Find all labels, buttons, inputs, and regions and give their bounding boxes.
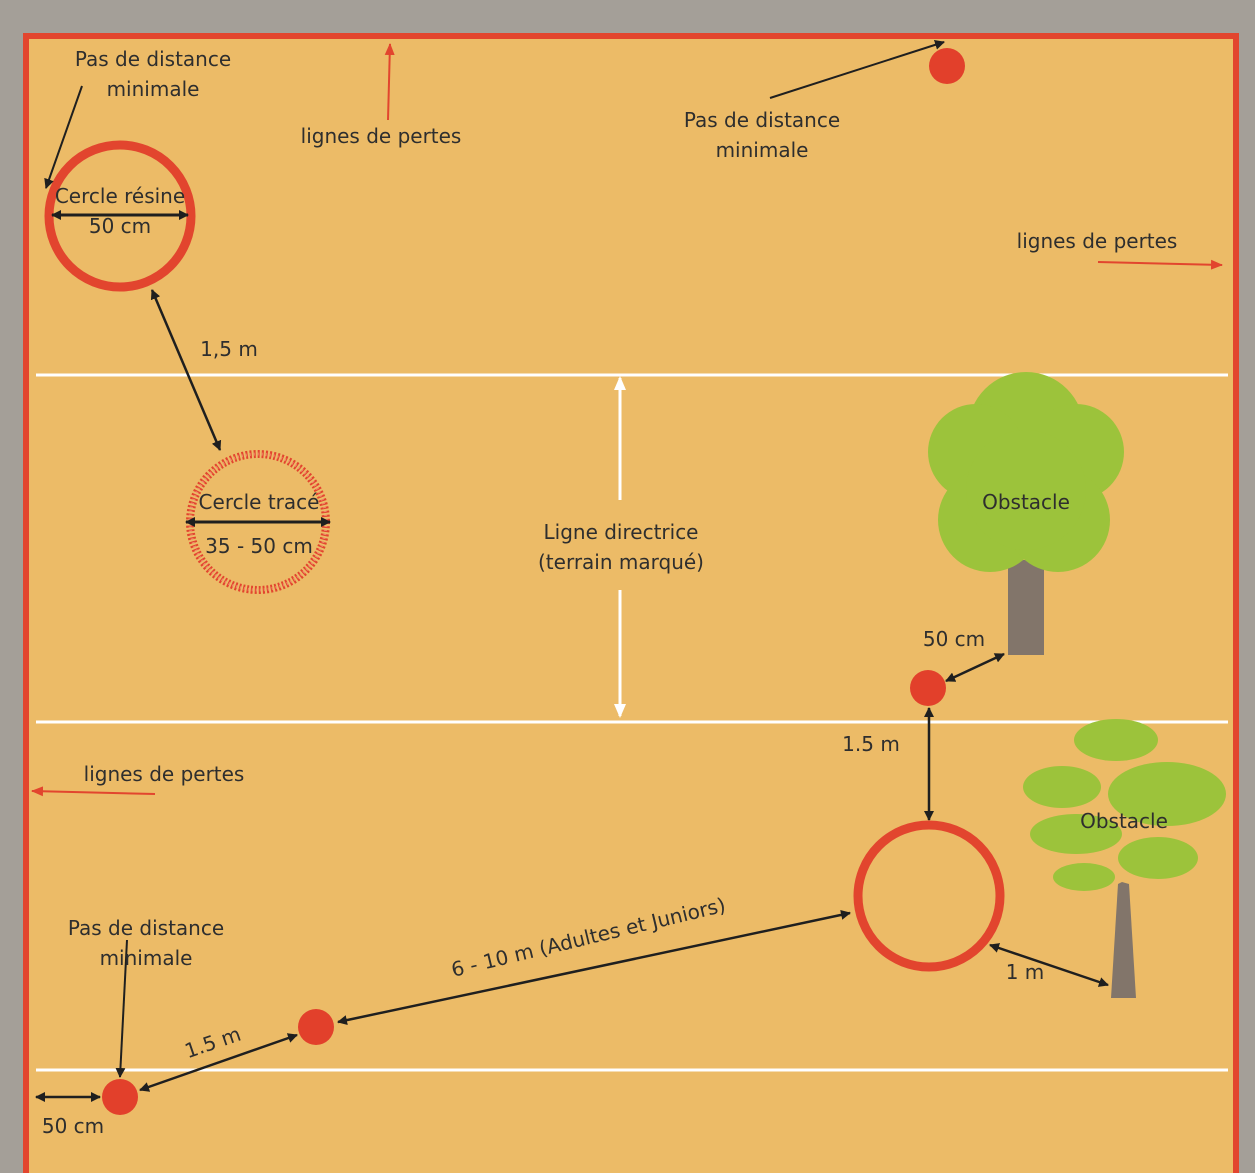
- pas-distance-label-1b: minimale: [107, 77, 200, 101]
- dist-1m-label: 1 m: [1006, 960, 1045, 984]
- cercle-lancer: [853, 820, 1005, 972]
- lignes-pertes-label-left: lignes de pertes: [84, 762, 245, 786]
- obstacle-bush-label: Obstacle: [1080, 809, 1168, 833]
- ball-middle-bottom: [298, 1009, 334, 1045]
- lignes-pertes-label-right: lignes de pertes: [1017, 229, 1178, 253]
- lignes-pertes-label-top: lignes de pertes: [301, 124, 462, 148]
- ligne-directrice-label-b: (terrain marqué): [538, 550, 704, 574]
- dist-50cm-tree-label: 50 cm: [923, 627, 985, 651]
- obstacle-tree-label: Obstacle: [982, 490, 1070, 514]
- pas-distance-label-2b: minimale: [716, 138, 809, 162]
- pas-distance-arrow-2: [769, 39, 945, 99]
- pas-distance-arrow-3: [115, 939, 128, 1078]
- cercle-trace-label: Cercle tracé: [199, 490, 320, 514]
- dist-50cm-bottom-label: 50 cm: [42, 1114, 104, 1138]
- pas-distance-arrow-1: [44, 85, 83, 189]
- dist-arrow-adultes: [337, 909, 851, 1026]
- pas-distance-label-1a: Pas de distance: [75, 47, 231, 71]
- dist-arrow-50cm-tree: [945, 652, 1005, 683]
- bush-trunk: [1111, 882, 1136, 998]
- cercle-resine-label: Cercle résine: [55, 184, 185, 208]
- bush-foliage: [1023, 719, 1226, 891]
- tree-trunk: [1008, 560, 1044, 655]
- dist-arrow-1m: [989, 943, 1109, 987]
- ligne-directrice-label-a: Ligne directrice: [544, 520, 699, 544]
- pertes-arrow-top: [384, 43, 395, 121]
- pertes-arrow-left: [31, 786, 156, 797]
- cercle-trace-size-label: 35 - 50 cm: [205, 534, 313, 558]
- cercle-resine-size-label: 50 cm: [89, 214, 151, 238]
- pas-distance-label-3b: minimale: [100, 946, 193, 970]
- tree-foliage: [928, 372, 1124, 572]
- pas-distance-label-2a: Pas de distance: [684, 108, 840, 132]
- dist-1-5-right-label: 1.5 m: [842, 732, 900, 756]
- dist-arrow-1-5-top: [150, 289, 222, 451]
- playing-field: [23, 33, 1239, 1173]
- ball-near-tree: [910, 670, 946, 706]
- cercle-resine: [44, 140, 196, 292]
- dist-arrow-1-5-bottom: [139, 1033, 298, 1092]
- ball-bottom-left: [102, 1079, 138, 1115]
- pertes-arrow-right: [1097, 259, 1223, 270]
- ball-top: [929, 48, 965, 84]
- pas-distance-label-3a: Pas de distance: [68, 916, 224, 940]
- dist-1-5-top-label: 1,5 m: [200, 337, 258, 361]
